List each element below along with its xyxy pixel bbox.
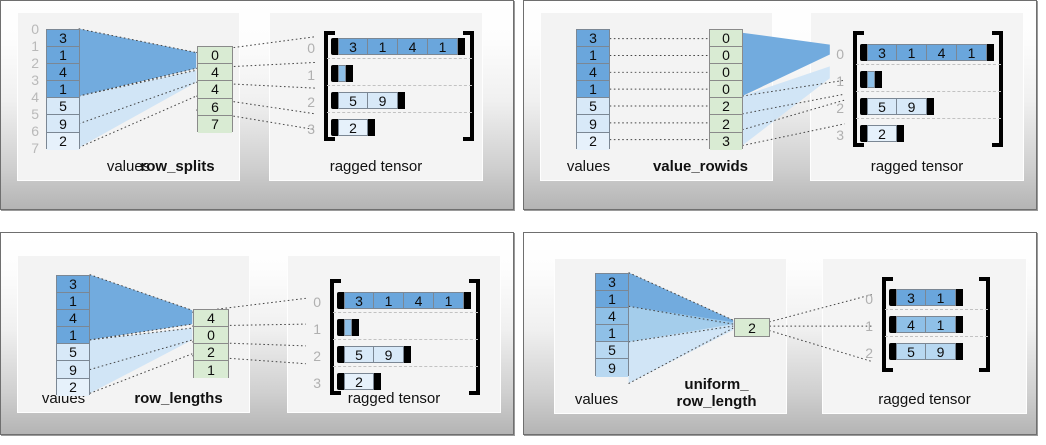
partition-column: 2 [734, 318, 770, 337]
bracket-left [889, 343, 896, 360]
row-divider [885, 309, 988, 310]
bracket-left [337, 346, 344, 363]
ragged-tensor: 0 1 2 3 1 [859, 277, 1029, 383]
tensor-row: 3 1 [889, 289, 963, 306]
bracket-left [860, 125, 867, 142]
tensor-row: 5 9 [337, 346, 411, 363]
bracket-left [331, 65, 338, 82]
values-label: values [574, 391, 619, 408]
bracket-left [860, 98, 867, 115]
right-card: ragged tensor [287, 255, 501, 413]
row-divider [327, 112, 472, 113]
bracket-right [464, 292, 471, 309]
bracket-right [927, 98, 934, 115]
partition-column: 0 4 4 6 7 [197, 46, 233, 133]
row-divider [856, 64, 1001, 65]
bracket-right [956, 289, 963, 306]
tensor-row: 5 9 [331, 92, 405, 109]
partition-label: row_lengths [134, 390, 223, 407]
bracket-right [374, 373, 381, 390]
tensor-row-empty [860, 71, 882, 88]
row-divider [856, 91, 1001, 92]
value-index-ruler: 0 1 2 3 4 5 6 7 [31, 21, 39, 156]
partition-label: value_rowids [652, 158, 749, 175]
tensor-row: 5 9 [889, 343, 963, 360]
bracket-right [875, 71, 882, 88]
bracket-right [458, 38, 465, 55]
tensor-row: 3 1 4 1 [860, 44, 994, 61]
bracket-left [337, 292, 344, 309]
ragged-tensor: 0 1 2 3 3 1 [307, 279, 487, 400]
values-column: 3 1 4 1 5 9 2 [56, 275, 90, 396]
bracket-right [346, 65, 353, 82]
partition-label-line1: uniform_ [684, 376, 749, 393]
ragged-tensor-label: ragged tensor [347, 390, 441, 407]
row-divider [885, 336, 988, 337]
partition-column: 0 0 0 0 2 2 3 [709, 29, 743, 150]
bracket-right [368, 119, 375, 136]
bracket-right [897, 125, 904, 142]
tensor-bracket-box: 3 1 4 1 [323, 31, 475, 141]
row-divider [333, 366, 478, 367]
ragged-tensor-label: ragged tensor [329, 158, 423, 175]
bracket-right [956, 343, 963, 360]
values-column: 3 1 4 1 5 9 2 [46, 29, 80, 150]
bracket-left [337, 319, 344, 336]
tensor-row-empty [331, 65, 353, 82]
tensor-row: 3 1 4 1 [331, 38, 465, 55]
ragged-tensor: 0 1 2 3 3 [301, 31, 481, 146]
bracket-right [987, 44, 994, 61]
bracket-left [889, 316, 896, 333]
values-column: 3 1 4 1 5 9 [595, 273, 629, 377]
partition-column: 4 0 2 1 [193, 309, 229, 379]
partition-label: uniform_ row_length [640, 376, 793, 410]
bracket-left [331, 38, 338, 55]
row-divider [327, 58, 472, 59]
right-card: ragged tensor [810, 12, 1024, 181]
bracket-left [860, 71, 867, 88]
bracket-left [889, 289, 896, 306]
row-divider [333, 339, 478, 340]
row-divider [856, 118, 1001, 119]
panel-row-splits: values row_splits ragged tensor [0, 0, 514, 210]
values-column: 3 1 4 1 5 9 2 [576, 29, 610, 150]
ragged-tensor: 0 1 2 3 3 1 [830, 31, 1010, 152]
values-label: values [106, 158, 151, 175]
partition-label: row_splits [140, 158, 215, 175]
values-label: values [566, 158, 611, 175]
bracket-right [404, 346, 411, 363]
bracket-left [860, 44, 867, 61]
tensor-row-empty [337, 319, 359, 336]
tensor-row: 2 [331, 119, 375, 136]
tensor-bracket-box: 3 1 4 1 5 [329, 279, 481, 395]
tensor-row: 5 9 [860, 98, 934, 115]
partition-label-line2: row_length [676, 393, 757, 410]
ragged-tensor-label: ragged tensor [878, 391, 971, 408]
panel-value-rowids: values value_rowids ragged tensor [523, 0, 1037, 210]
panel-row-lengths: values row_lengths ragged tensor [0, 232, 514, 435]
tensor-row: 2 [337, 373, 381, 390]
bracket-right [956, 316, 963, 333]
panel-uniform-row-length: values uniform_ row_length ragged tensor [523, 232, 1037, 435]
row-divider [327, 85, 472, 86]
tensor-row: 2 [860, 125, 904, 142]
bracket-right [352, 319, 359, 336]
bracket-left [337, 373, 344, 390]
tensor-bracket-box: 3 1 4 1 5 [852, 31, 1004, 147]
tensor-bracket-box: 3 1 4 1 [881, 277, 991, 372]
row-divider [333, 312, 478, 313]
ragged-tensor-label: ragged tensor [870, 158, 964, 175]
tensor-row: 3 1 4 1 [337, 292, 471, 309]
bracket-left [331, 119, 338, 136]
tensor-row: 4 1 [889, 316, 963, 333]
bracket-left [331, 92, 338, 109]
bracket-right [398, 92, 405, 109]
